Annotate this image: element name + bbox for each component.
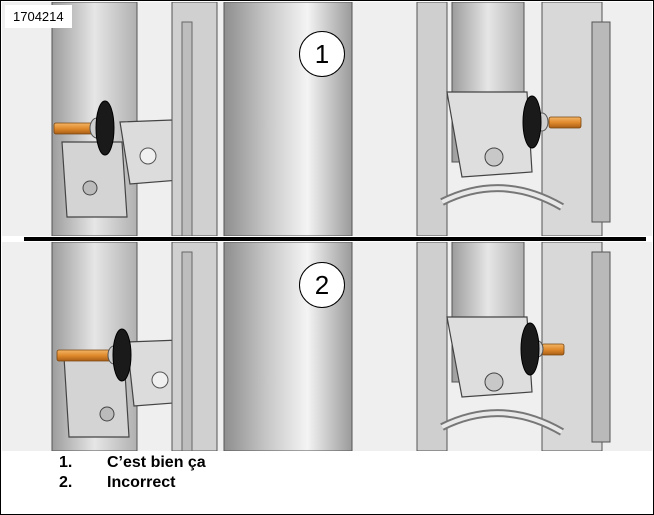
orange-pin-icon — [541, 343, 565, 356]
panel-illustration-correct — [2, 2, 652, 236]
black-knob-icon — [95, 100, 115, 156]
orange-pin-icon — [53, 122, 95, 135]
legend-text: Incorrect — [107, 474, 176, 491]
callout-marker-1: 1 — [299, 31, 345, 77]
legend-item: 2. Incorrect — [59, 473, 206, 493]
figure-legend: 1. C’est bien ça 2. Incorrect — [59, 453, 206, 493]
black-knob-icon — [112, 328, 132, 382]
legend-text: C’est bien ça — [107, 454, 206, 471]
orange-pin-icon — [56, 349, 113, 362]
legend-number: 1. — [59, 454, 73, 471]
panel-divider — [24, 237, 646, 241]
legend-number: 2. — [59, 474, 73, 491]
black-knob-icon — [520, 322, 540, 376]
figure-id: 1704214 — [5, 5, 72, 28]
legend-item: 1. C’est bien ça — [59, 453, 206, 473]
black-knob-icon — [522, 95, 542, 149]
callout-marker-2: 2 — [299, 262, 345, 308]
orange-pin-icon — [548, 116, 582, 129]
